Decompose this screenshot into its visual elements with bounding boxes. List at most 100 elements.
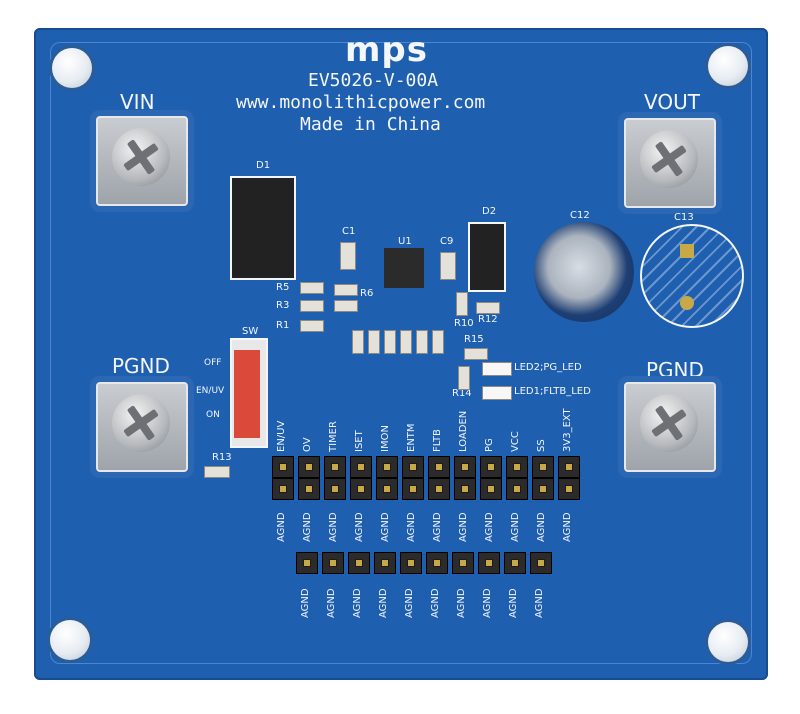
header-pin[interactable] (480, 478, 502, 500)
header-agnd-label: AGND (352, 588, 363, 618)
header-pin[interactable] (428, 478, 450, 500)
capacitor (400, 330, 412, 354)
header-pin[interactable] (324, 456, 346, 478)
mounting-hole-top-right (708, 46, 748, 86)
header-agnd-label: AGND (302, 512, 313, 542)
header-top-signal-label: SS (536, 439, 547, 452)
screw (640, 394, 698, 452)
c13-designator: C13 (674, 212, 694, 223)
r13-designator: R13 (212, 452, 232, 463)
header-pin[interactable] (374, 552, 396, 574)
led2 (482, 362, 512, 376)
d2-designator: D2 (482, 206, 497, 217)
header-pin[interactable] (272, 478, 294, 500)
resistor-r5 (300, 282, 324, 294)
header-pin[interactable] (506, 478, 528, 500)
header-pin[interactable] (350, 456, 372, 478)
header-pin[interactable] (530, 552, 552, 574)
vin-terminal (96, 116, 188, 206)
header-agnd-label: AGND (508, 588, 519, 618)
header-pin[interactable] (400, 552, 422, 574)
header-top-signal-label: ISET (354, 430, 365, 452)
capacitor (432, 330, 444, 354)
header-pin[interactable] (324, 478, 346, 500)
header-top-signal-label: PG (484, 438, 495, 452)
header-pin[interactable] (376, 456, 398, 478)
diode-d2 (468, 222, 506, 292)
switch-off-label: OFF (204, 358, 222, 368)
capacitor (368, 330, 380, 354)
resistor-r15 (464, 348, 488, 360)
resistor-r1 (300, 320, 324, 332)
header-pin[interactable] (504, 552, 526, 574)
mounting-hole-top-left (52, 48, 92, 88)
header-pin[interactable] (454, 456, 476, 478)
header-pin[interactable] (376, 478, 398, 500)
capacitor (352, 330, 364, 354)
header-top-signal-label: LOADEN (458, 410, 469, 452)
header-pin[interactable] (298, 478, 320, 500)
header-pin[interactable] (558, 478, 580, 500)
c1-designator: C1 (342, 226, 356, 237)
r12-designator: R12 (478, 314, 498, 325)
sw-designator: SW (242, 326, 259, 337)
c12-designator: C12 (570, 210, 590, 221)
screw (112, 394, 170, 452)
header-agnd-label: AGND (378, 588, 389, 618)
d1-designator: D1 (256, 160, 271, 171)
header-pin[interactable] (454, 478, 476, 500)
switch-enuv-label: EN/UV (196, 386, 225, 396)
header-top-signal-label: ENTM (406, 423, 417, 452)
header-agnd-label: AGND (456, 588, 467, 618)
header-pin[interactable] (532, 478, 554, 500)
header-agnd-label: AGND (404, 588, 415, 618)
header-agnd-label: AGND (458, 512, 469, 542)
header-pin[interactable] (426, 552, 448, 574)
header-pin[interactable] (428, 456, 450, 478)
resistor-r13 (204, 466, 230, 478)
r10-designator: R10 (454, 318, 474, 329)
pgnd-left-terminal (96, 382, 188, 472)
header-agnd-label: AGND (562, 512, 573, 542)
header-top-signal-label: FLTB (432, 429, 443, 452)
c13-pad (680, 296, 694, 310)
header-agnd-label: AGND (326, 588, 337, 618)
r1-designator: R1 (276, 320, 290, 331)
brand-logo: mps (345, 30, 429, 70)
pgnd-left-label: PGND (112, 354, 170, 378)
header-pin[interactable] (402, 456, 424, 478)
diode-d1 (230, 176, 296, 280)
board-model: EV5026-V-00A (308, 70, 439, 91)
header-agnd-label: AGND (354, 512, 365, 542)
screw (640, 130, 698, 188)
header-pin[interactable] (558, 456, 580, 478)
header-pin[interactable] (322, 552, 344, 574)
header-top-signal-label: 3V3_EXT (562, 408, 573, 452)
capacitor (384, 330, 396, 354)
led2-label: LED2;PG_LED (514, 362, 582, 373)
header-pin[interactable] (350, 478, 372, 500)
silkscreen-outline (50, 42, 752, 664)
header-agnd-label: AGND (482, 588, 493, 618)
header-pin[interactable] (480, 456, 502, 478)
header-pin[interactable] (298, 456, 320, 478)
capacitor-c9 (440, 252, 456, 280)
vin-label: VIN (120, 90, 155, 114)
header-top-signal-label: OV (302, 437, 313, 452)
board-origin: Made in China (300, 114, 441, 135)
header-agnd-label: AGND (534, 588, 545, 618)
header-pin[interactable] (532, 456, 554, 478)
c13-pad (680, 244, 694, 258)
r5-designator: R5 (276, 282, 290, 293)
header-pin[interactable] (402, 478, 424, 500)
header-pin[interactable] (478, 552, 500, 574)
header-pin[interactable] (272, 456, 294, 478)
header-pin[interactable] (348, 552, 370, 574)
header-pin[interactable] (506, 456, 528, 478)
resistor-r12 (476, 302, 500, 314)
header-top-signal-label: EN/UV (276, 420, 287, 452)
header-agnd-label: AGND (484, 512, 495, 542)
header-pin[interactable] (296, 552, 318, 574)
header-pin[interactable] (452, 552, 474, 574)
switch-actuator[interactable] (234, 350, 260, 438)
